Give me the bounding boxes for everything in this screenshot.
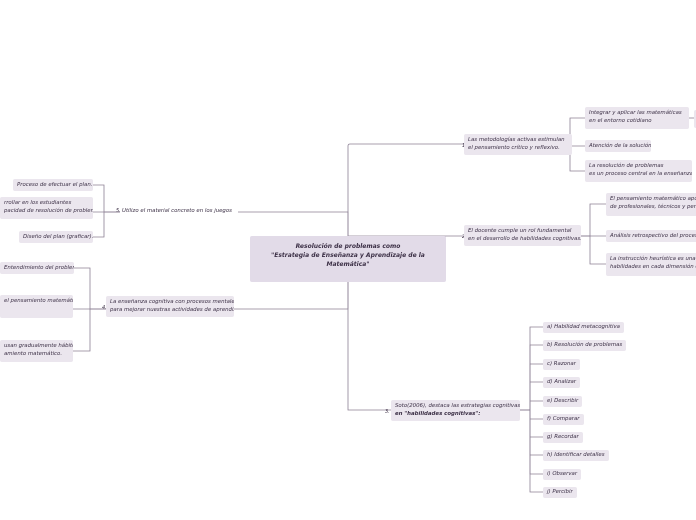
connector-b3-c1 [520, 326, 543, 411]
branch-1-child-3-line-1: La resolución de problemas [589, 163, 664, 169]
connector-b3-c7 [520, 409, 543, 438]
branch-1-child-1[interactable]: Integrar y aplicar las matemáticas en el… [585, 107, 689, 129]
branch-4-child-2-line-1: el pensamiento matemático [4, 298, 73, 304]
branch-5-child-2-line-2: pacidad de resolución de problemas [4, 208, 93, 214]
branch-3-child-label: f) Comparar [547, 416, 580, 422]
branch-5-number: 5. [116, 208, 121, 214]
branch-3-child-label: j) Percibir [547, 489, 573, 495]
connector-b3-c2 [520, 344, 543, 411]
branch-5-child-1[interactable]: Proceso de efectuar el plan. [13, 179, 93, 191]
branch-3-child-4[interactable]: d) Analizar [543, 377, 580, 388]
branch-1-child-1-line-1: Integrar y aplicar las matemáticas [589, 110, 682, 116]
branch-2-child-2-line-1: Análisis retrospectivo del proceso [610, 233, 696, 239]
branch-1-child-3-line-2: es un proceso central en la enseñanza. [589, 171, 692, 177]
branch-2-child-3-line-2: habilidades en cada dimensión del [610, 264, 696, 270]
branch-3-child-label: d) Analizar [547, 379, 576, 385]
branch-3-child-3[interactable]: c) Razonar [543, 359, 580, 370]
branch-2-line-2: en el desarrollo de habilidades cognitiv… [468, 236, 581, 242]
branch-5-line-1: Utilizo el material concreto en los jueg… [122, 208, 232, 214]
branch-2-child-1-line-1: El pensamiento matemático apoya [610, 196, 696, 202]
connector-b4-c1 [74, 267, 106, 310]
branch-3-child-label: a) Habilidad metacognitiva [547, 324, 620, 330]
branch-1-child-2[interactable]: Atención de la solución. [585, 140, 651, 152]
branch-1-line-1: Las metodologías activas estimulan [468, 137, 565, 143]
branch-4-child-1[interactable]: Entendimiento del problema. [0, 262, 74, 274]
branch-4-number: 4. [102, 305, 107, 311]
central-topic-line-3: Matemática" [326, 261, 370, 268]
branch-3-child-10[interactable]: j) Percibir [543, 487, 577, 498]
branch-5-topic[interactable]: Utilizo el material concreto en los jueg… [120, 206, 238, 218]
branch-3-child-label: g) Recordar [547, 434, 579, 440]
branch-5-child-2[interactable]: rrollar en los estudiantes pacidad de re… [0, 197, 93, 219]
central-topic-line-2: "Estrategia de Enseñanza y Aprendizaje d… [271, 252, 425, 259]
branch-5-child-3-line-1: Diseño del plan (graficar). [23, 234, 93, 240]
branch-3-child-label: e) Describir [547, 398, 579, 404]
branch-3-child-8[interactable]: h) Identificar detalles [543, 450, 609, 461]
branch-3-child-7[interactable]: g) Recordar [543, 432, 583, 443]
branch-3-number: 3. [385, 409, 390, 415]
central-topic[interactable]: Resolución de problemas como "Estrategia… [250, 236, 446, 282]
branch-2-line-1: El docente cumple un rol fundamental [468, 228, 572, 234]
branch-1-child-2-line-1: Atención de la solución. [589, 143, 651, 149]
branch-4-child-3-line-2: amiento matemático. [4, 351, 63, 357]
connector-b1-c2 [569, 143, 585, 147]
connector-root-b1 [347, 143, 464, 251]
branch-1-line-2: el pensamiento crítico y reflexivo. [468, 145, 560, 151]
connector-b3-c6 [520, 409, 543, 420]
branch-4-line-2: para mejorar nuestras actividades de apr… [110, 307, 234, 313]
branch-4-child-1-line-1: Entendimiento del problema. [4, 265, 74, 271]
branch-3-line-1: Soto(2006), destaca las estrategias cogn… [395, 403, 520, 409]
branch-4-child-2[interactable]: el pensamiento matemático [0, 295, 73, 318]
connector-b2-c1 [581, 203, 606, 237]
branch-2-child-1[interactable]: El pensamiento matemático apoya de profe… [606, 193, 696, 216]
branch-3-child-label: c) Razonar [547, 361, 576, 367]
branch-4-topic[interactable]: La enseñanza cognitiva con procesos ment… [106, 296, 234, 317]
branch-2-child-2[interactable]: Análisis retrospectivo del proceso [606, 230, 696, 242]
branch-2-child-1-line-2: de profesionales, técnicos y personas [610, 204, 696, 210]
connector-b3-c9 [520, 409, 543, 475]
branch-1-grandchild-collapsed[interactable] [694, 110, 696, 128]
connector-b3-c5 [520, 400, 543, 411]
connector-b1-c3 [569, 143, 585, 172]
branch-3-child-label: i) Observar [547, 471, 578, 477]
branch-1-topic[interactable]: Las metodologías activas estimulan el pe… [464, 134, 572, 155]
connector-b1-c1 [569, 117, 585, 145]
branch-3-child-5[interactable]: e) Describir [543, 396, 583, 407]
connector-root-b3 [347, 269, 446, 411]
connector-b3-c10 [520, 409, 543, 493]
branch-4-line-1: La enseñanza cognitiva con procesos ment… [110, 299, 234, 305]
branch-3-child-label: h) Identificar detalles [547, 452, 605, 458]
branch-2-child-3-line-1: La instrucción heurística es una [610, 256, 696, 262]
connector-b3-c4 [520, 381, 543, 411]
connector-b2-c3 [581, 235, 606, 265]
branch-4-child-3-line-1: usan gradualmente hábitos [4, 343, 73, 349]
branch-1-child-3[interactable]: La resolución de problemas es un proceso… [585, 160, 692, 182]
branch-2-topic[interactable]: El docente cumple un rol fundamental en … [464, 225, 581, 246]
branch-5-child-2-line-1: rrollar en los estudiantes [4, 200, 72, 206]
connector-b3-c8 [520, 409, 543, 456]
branch-5-child-1-line-1: Proceso de efectuar el plan. [17, 182, 93, 188]
connector-b5-c3 [93, 211, 120, 238]
branch-5-child-3[interactable]: Diseño del plan (graficar). [19, 231, 93, 243]
connector-b3-c3 [520, 363, 543, 411]
branch-3-topic[interactable]: Soto(2006), destaca las estrategias cogn… [391, 400, 520, 421]
branch-3-child-9[interactable]: i) Observar [543, 469, 582, 480]
central-topic-line-1: Resolución de problemas como [295, 243, 401, 250]
connector-b4-c3 [73, 308, 106, 352]
branch-3-line-2: en "habilidades cognitivas": [395, 411, 481, 417]
branch-4-child-3[interactable]: usan gradualmente hábitos amiento matemá… [0, 340, 73, 362]
branch-3-child-6[interactable]: f) Comparar [543, 414, 584, 425]
branch-3-child-2[interactable]: b) Resolución de problemas [543, 340, 627, 351]
branch-3-child-label: b) Resolución de problemas [547, 342, 623, 348]
branch-3-child-1[interactable]: a) Habilidad metacognitiva [543, 322, 624, 333]
branch-1-child-1-line-2: en el entorno cotidiano [589, 118, 652, 124]
branch-2-child-3[interactable]: La instrucción heurística es una habilid… [606, 253, 696, 276]
